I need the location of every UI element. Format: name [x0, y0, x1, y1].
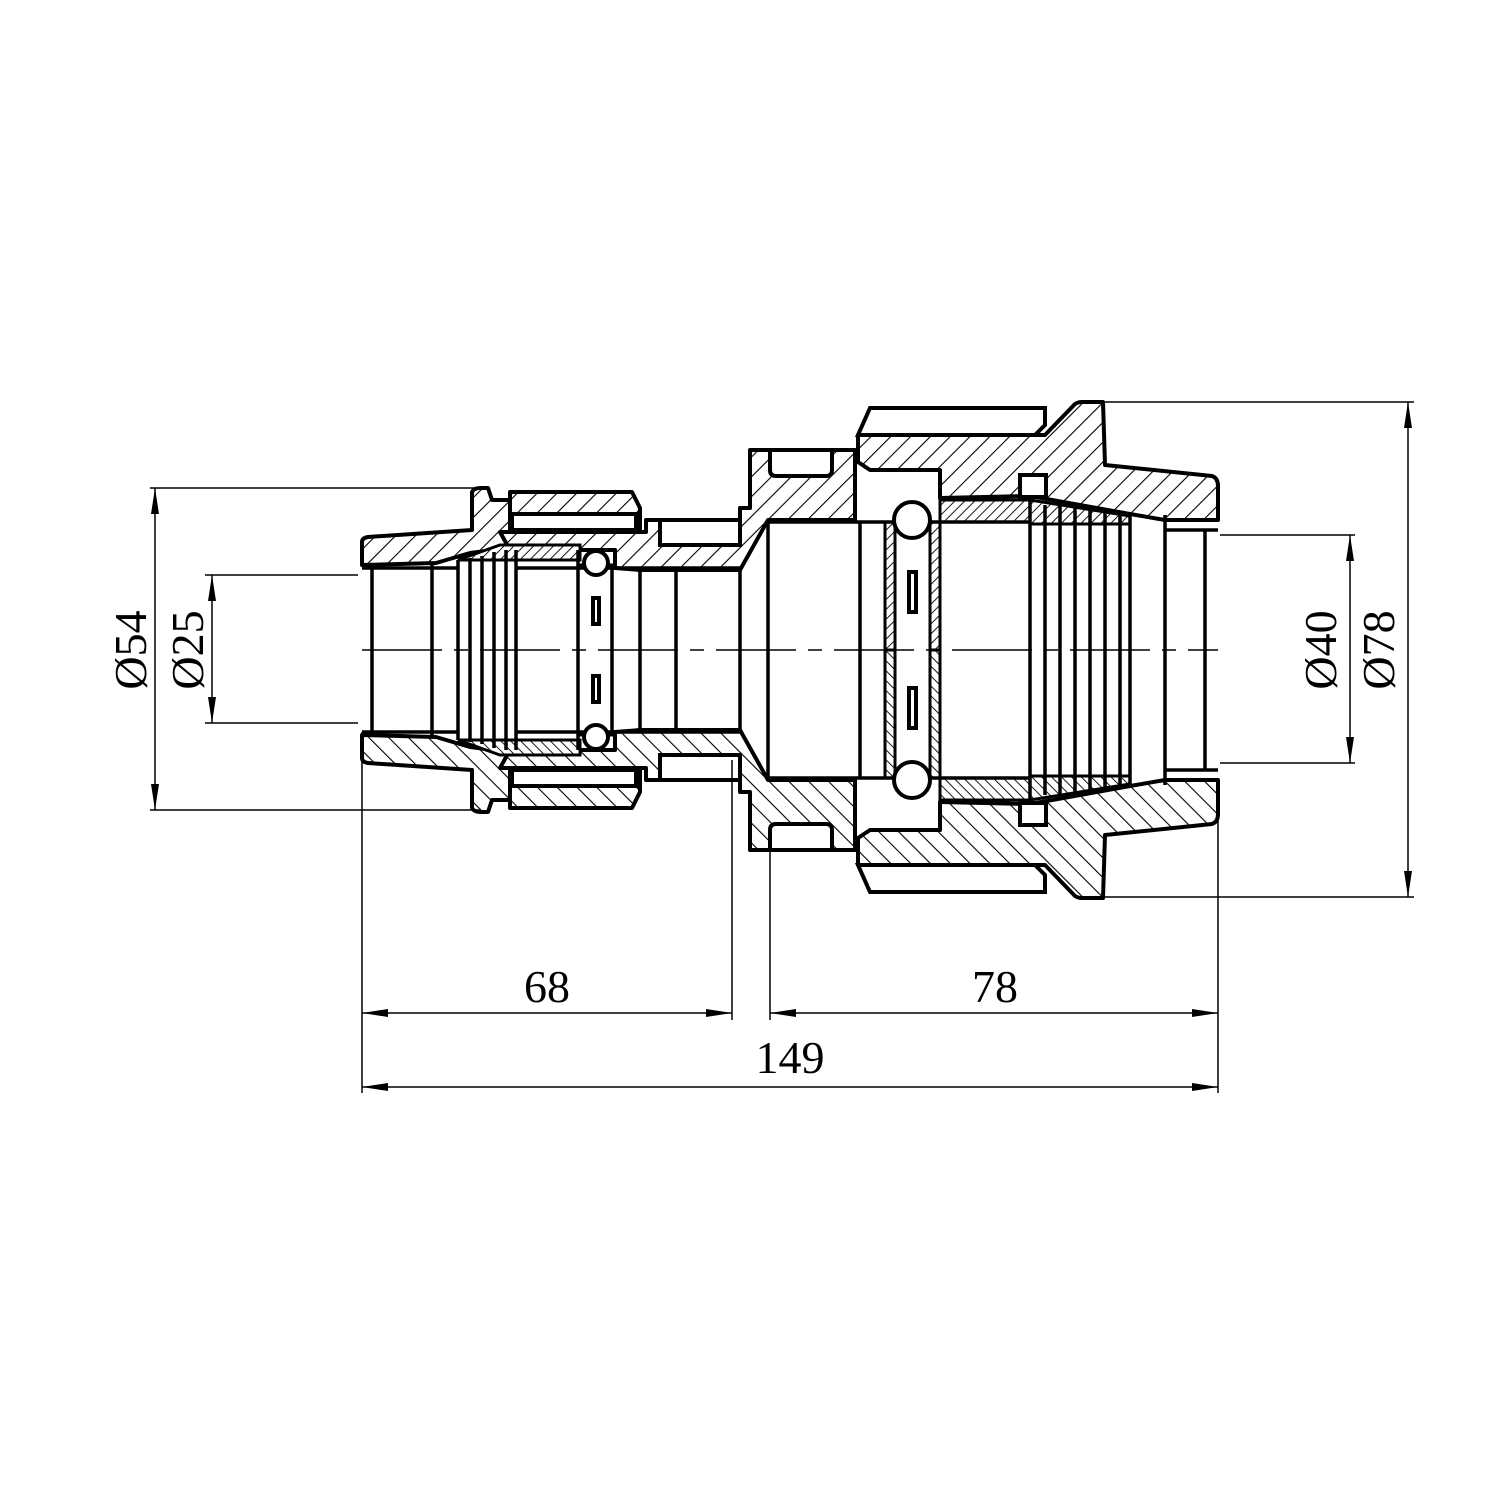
fitting-section [360, 400, 1220, 900]
dim-len-right: 78 [972, 961, 1018, 1012]
dim-pipe-right: Ø40 [1295, 610, 1346, 689]
dim-outer-left: Ø54 [105, 610, 156, 689]
dim-len-total: 149 [756, 1032, 825, 1083]
dimension-lines [150, 401, 1414, 1093]
dimension-arrows [151, 402, 1412, 1091]
dim-len-left: 68 [524, 961, 570, 1012]
dim-outer-right: Ø78 [1353, 610, 1404, 689]
dim-pipe-left: Ø25 [162, 610, 213, 689]
